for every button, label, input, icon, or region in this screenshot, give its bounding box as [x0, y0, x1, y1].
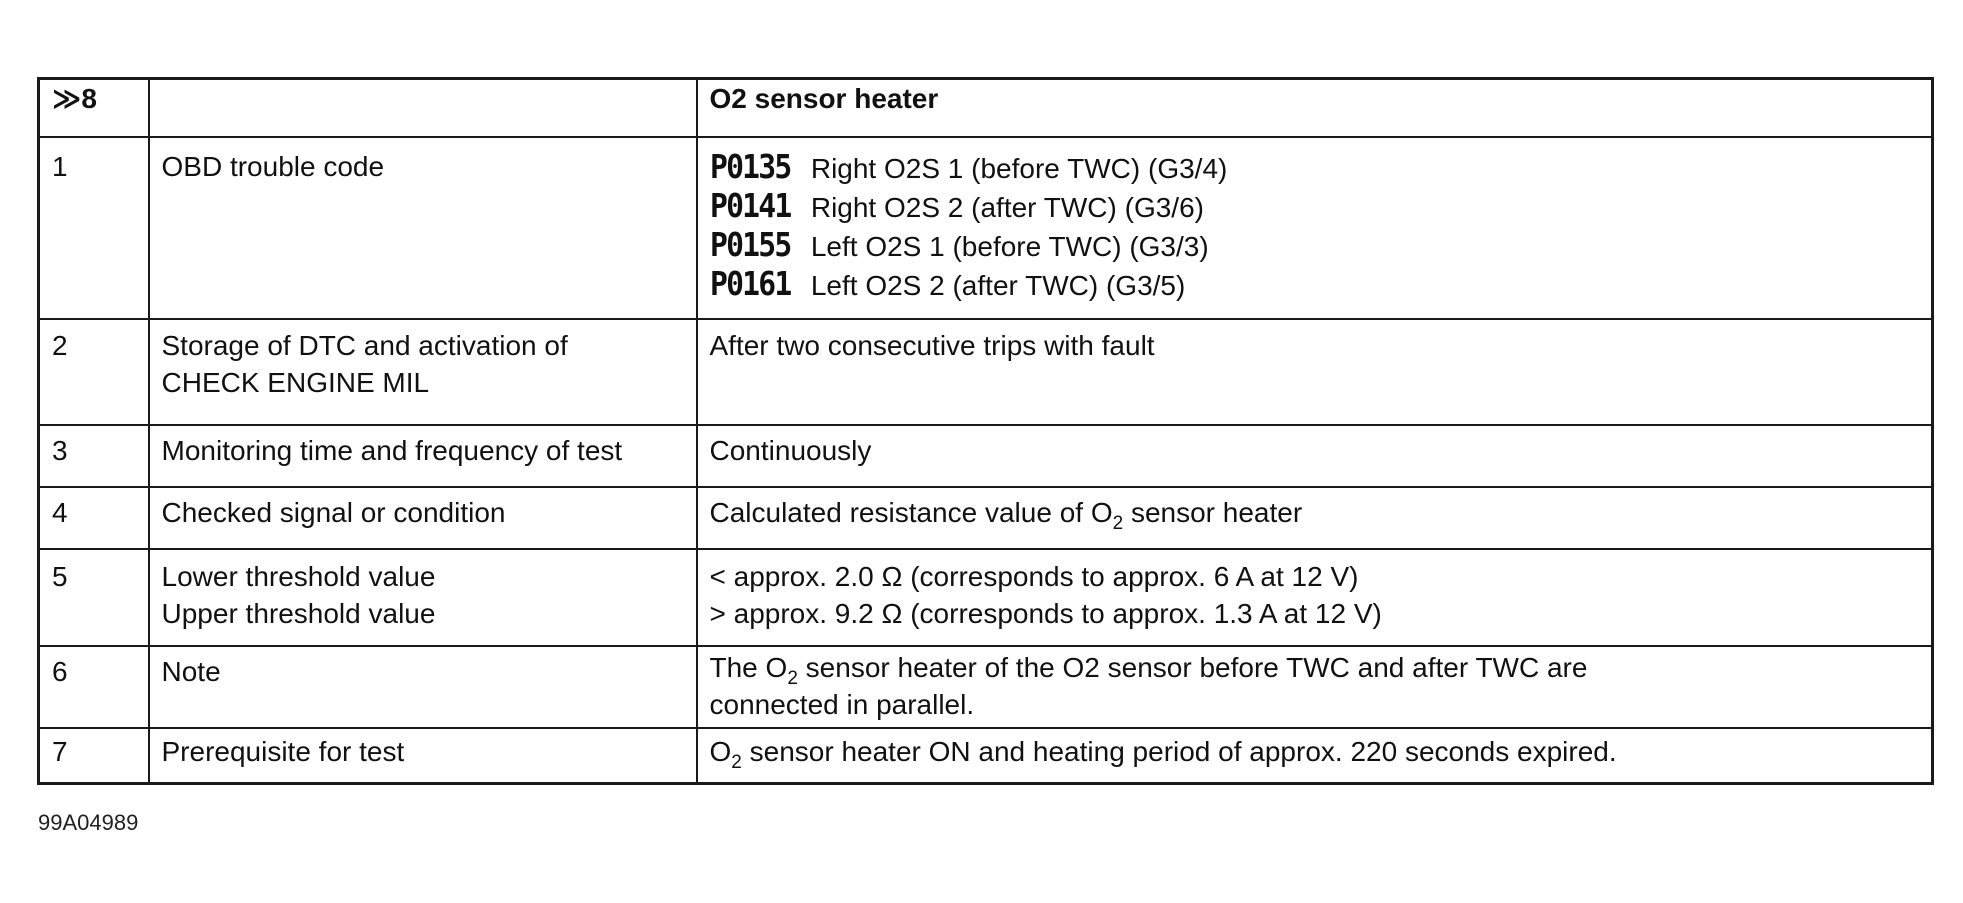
trouble-code: P0155 — [709, 225, 792, 264]
row-label: Monitoring time and frequency of test — [147, 424, 698, 488]
trouble-code: P0135 — [709, 147, 792, 186]
row-number: 4 — [37, 486, 150, 550]
obd-spec-table: ≫8 O2 sensor heater 1 OBD trouble code P… — [37, 77, 1934, 785]
row-label-text: Note — [161, 656, 221, 687]
section-number: ≫8 — [37, 77, 150, 138]
table-row: 5 Lower threshold value Upper threshold … — [37, 548, 1934, 647]
row-value: After two consecutive trips with fault — [695, 318, 1934, 426]
lower-threshold-value: < approx. 2.0 Ω (corresponds to approx. … — [709, 561, 1359, 592]
trouble-code-line: P0155 Left O2S 1 (before TWC) (G3/3) — [710, 226, 1920, 265]
value-text: Calculated resistance value of O — [709, 497, 1113, 528]
subscript-2: 2 — [787, 668, 798, 689]
trouble-code-description: Left O2S 1 (before TWC) (G3/3) — [810, 231, 1209, 262]
table-row: 3 Monitoring time and frequency of test … — [37, 424, 1934, 488]
value-line: connected in parallel. — [709, 689, 975, 720]
trouble-code: P0161 — [709, 264, 792, 303]
row-label-line: Upper threshold value — [161, 598, 436, 629]
row-label: Note — [147, 645, 698, 729]
table-row: 6 Note The O2 sensor heater of the O2 se… — [37, 645, 1934, 729]
row-label-line: Lower threshold value — [161, 561, 436, 592]
row-number: 2 — [37, 318, 150, 426]
subscript-2: 2 — [731, 752, 742, 773]
table-row: 2 Storage of DTC and activation of CHECK… — [37, 318, 1934, 426]
upper-threshold-value: > approx. 9.2 Ω (corresponds to approx. … — [709, 598, 1382, 629]
row-label: Prerequisite for test — [147, 727, 698, 785]
row-value-trouble-codes: P0135 Right O2S 1 (before TWC) (G3/4) P01… — [695, 136, 1934, 320]
row-label: Checked signal or condition — [147, 486, 698, 550]
trouble-code-line: P0161 Left O2S 2 (after TWC) (G3/5) — [710, 265, 1920, 304]
trouble-code-description: Right O2S 2 (after TWC) (G3/6) — [810, 192, 1204, 223]
row-number: 5 — [37, 548, 150, 647]
value-text: sensor heater ON and heating period of a… — [741, 736, 1617, 767]
row-number: 7 — [37, 727, 150, 785]
trouble-code-description: Right O2S 1 (before TWC) (G3/4) — [810, 153, 1228, 184]
row-label-line: Storage of DTC and activation of — [161, 330, 568, 361]
row-number: 3 — [37, 424, 150, 488]
table-header-row: ≫8 O2 sensor heater — [37, 77, 1934, 138]
value-text: sensor heater of the O2 sensor before TW… — [797, 652, 1588, 683]
row-value: Continuously — [695, 424, 1934, 488]
row-value: O2 sensor heater ON and heating period o… — [695, 727, 1934, 785]
figure-id: 99A04989 — [38, 810, 139, 835]
value-text: The O — [709, 652, 788, 683]
trouble-code-line: P0141 Right O2S 2 (after TWC) (G3/6) — [710, 187, 1920, 226]
row-label: Lower threshold value Upper threshold va… — [147, 548, 698, 647]
row-value: Calculated resistance value of O2 sensor… — [695, 486, 1934, 550]
trouble-code-line: P0135 Right O2S 1 (before TWC) (G3/4) — [710, 148, 1920, 187]
value-line: The O2 sensor heater of the O2 sensor be… — [709, 649, 1920, 689]
value-text: O — [709, 736, 732, 767]
trouble-code-description: Left O2S 2 (after TWC) (G3/5) — [810, 270, 1186, 301]
value-text: sensor heater — [1123, 497, 1303, 528]
table-row: 4 Checked signal or condition Calculated… — [37, 486, 1934, 550]
row-number: 6 — [37, 645, 150, 729]
row-label-line: CHECK ENGINE MIL — [161, 367, 430, 398]
table-row: 1 OBD trouble code P0135 Right O2S 1 (bef… — [37, 136, 1934, 320]
subscript-2: 2 — [1112, 513, 1124, 534]
row-value: The O2 sensor heater of the O2 sensor be… — [695, 645, 1934, 729]
table-row: 7 Prerequisite for test O2 sensor heater… — [37, 727, 1934, 785]
row-label: Storage of DTC and activation of CHECK E… — [147, 318, 698, 426]
trouble-code: P0141 — [709, 186, 792, 225]
section-title: O2 sensor heater — [695, 77, 1934, 138]
row-label: OBD trouble code — [147, 136, 698, 320]
header-empty-cell — [147, 77, 698, 138]
row-value: < approx. 2.0 Ω (corresponds to approx. … — [695, 548, 1934, 647]
row-number-text: 6 — [52, 656, 68, 687]
row-number: 1 — [37, 136, 150, 320]
